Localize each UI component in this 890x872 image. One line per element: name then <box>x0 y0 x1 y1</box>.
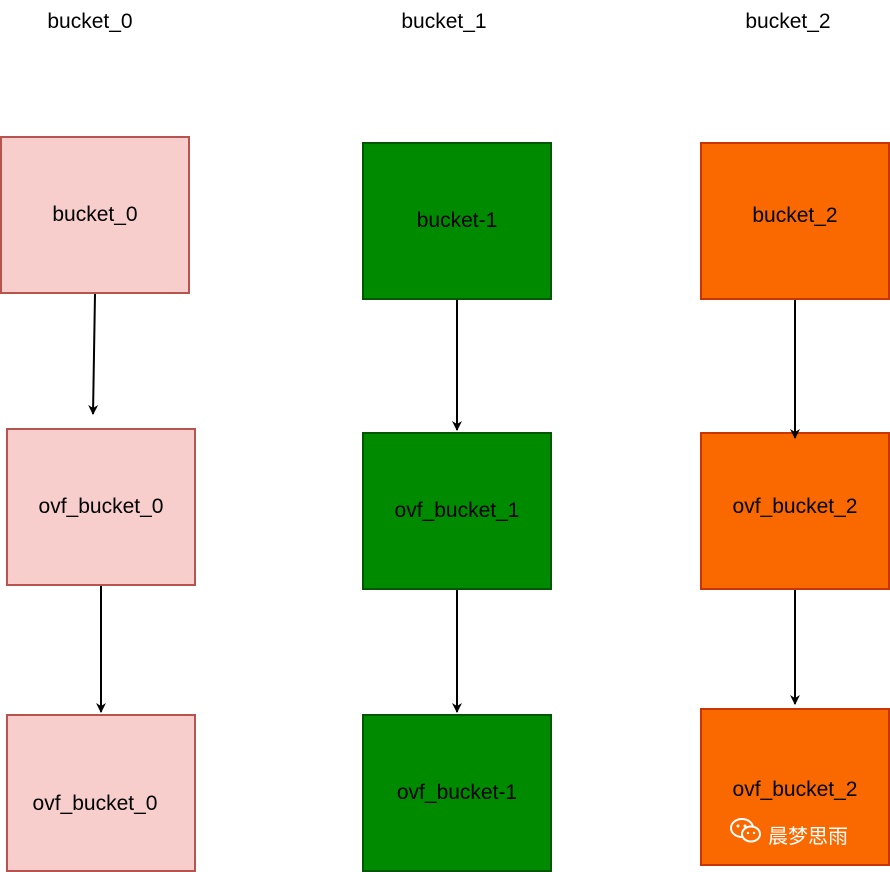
box-label: bucket-1 <box>416 209 498 232</box>
box-label: ovf_bucket_1 <box>394 499 520 522</box>
box-label: ovf_bucket_0 <box>32 792 158 815</box>
box-ovf-bucket-0-b: ovf_bucket_0 <box>6 714 196 872</box>
box-label: ovf_bucket-1 <box>396 781 518 804</box>
watermark-text: 晨梦思雨 <box>768 825 848 848</box>
box-label: bucket_0 <box>52 203 138 226</box>
header-bucket-0: bucket_0 <box>47 10 133 33</box>
box-ovf-bucket-2-b: ovf_bucket_2 <box>700 708 890 866</box>
watermark: 晨梦思雨 <box>730 818 848 850</box>
box-bucket-0: bucket_0 <box>0 136 190 294</box>
box-label: ovf_bucket_2 <box>732 778 858 801</box>
box-bucket-1: bucket-1 <box>362 142 552 300</box>
arrow-0-1 <box>88 293 99 415</box>
box-label: ovf_bucket_2 <box>732 495 858 518</box>
box-ovf-bucket-1-a: ovf_bucket_1 <box>362 432 552 590</box>
box-label: bucket_2 <box>752 204 838 227</box>
header-bucket-1: bucket_1 <box>401 10 487 33</box>
box-label: ovf_bucket_0 <box>38 495 164 518</box>
box-ovf-bucket-2-a: ovf_bucket_2 <box>700 432 890 590</box>
header-bucket-2: bucket_2 <box>745 10 831 33</box>
box-bucket-2: bucket_2 <box>700 142 890 300</box>
wechat-icon <box>730 818 762 850</box>
box-ovf-bucket-0-a: ovf_bucket_0 <box>6 428 196 586</box>
box-ovf-bucket-1-b: ovf_bucket-1 <box>362 714 552 872</box>
